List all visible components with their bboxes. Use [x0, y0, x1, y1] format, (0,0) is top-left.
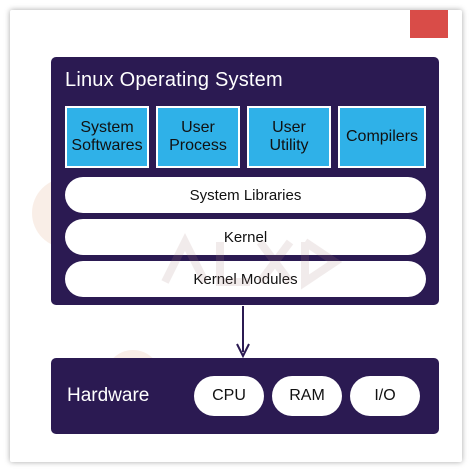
- component-user-utility: User Utility: [247, 106, 331, 168]
- layer-system-libraries: System Libraries: [65, 177, 426, 213]
- hardware-item-cpu: CPU: [194, 376, 264, 416]
- hardware-item-label: RAM: [289, 387, 325, 404]
- hardware-title: Hardware: [67, 385, 150, 406]
- layer-label: Kernel: [223, 228, 268, 246]
- layer-kernel-modules: Kernel Modules: [65, 261, 426, 297]
- component-user-process: User Process: [156, 106, 240, 168]
- component-compilers: Compilers: [338, 106, 426, 168]
- component-label-line2: Utility: [269, 137, 309, 154]
- component-label-line2: Process: [169, 137, 227, 154]
- diagram-frame: Linux Operating System System Softwares …: [10, 10, 462, 462]
- component-label-line1: System: [80, 119, 134, 136]
- layer-label: Kernel Modules: [193, 270, 298, 288]
- layer-kernel: Kernel: [65, 219, 426, 255]
- component-label-line1: User: [272, 119, 306, 136]
- os-title: Linux Operating System: [65, 69, 283, 91]
- component-system-softwares: System Softwares: [65, 106, 149, 168]
- corner-accent: [410, 10, 448, 38]
- down-arrow-icon: [236, 306, 250, 358]
- layer-label: System Libraries: [189, 186, 302, 204]
- os-panel: Linux Operating System System Softwares …: [51, 57, 439, 305]
- hardware-panel: Hardware CPU RAM I/O: [51, 358, 439, 434]
- hardware-item-ram: RAM: [272, 376, 342, 416]
- component-label-line2: Softwares: [71, 137, 143, 154]
- hardware-item-label: I/O: [374, 387, 396, 404]
- component-label-line1: User: [181, 119, 215, 136]
- watermark-logo: [161, 233, 343, 290]
- hardware-item-io: I/O: [350, 376, 420, 416]
- component-label-line1: Compilers: [345, 128, 418, 145]
- hardware-item-label: CPU: [212, 387, 246, 404]
